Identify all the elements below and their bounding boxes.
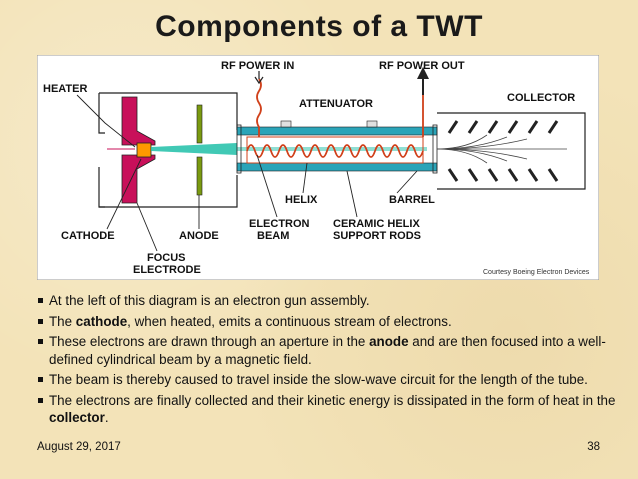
bullet-text: These electrons are drawn through an ape…	[49, 334, 370, 349]
bullet-bold-term: anode	[369, 334, 409, 349]
bullet-item: At the left of this diagram is an electr…	[37, 292, 617, 310]
anode-bottom	[196, 156, 203, 196]
bullet-text: At the left of this diagram is an electr…	[49, 293, 370, 308]
bullet-item: The electrons are finally collected and …	[37, 392, 617, 427]
focus-electrode-top	[121, 96, 156, 146]
bullet-bold-term: collector	[49, 410, 105, 425]
rf-in-lead	[256, 78, 262, 137]
pointer-heater	[76, 94, 136, 148]
electron-beam-wedge	[151, 143, 237, 155]
label-collector: COLLECTOR	[507, 92, 575, 104]
label-focus-1: FOCUS	[147, 252, 186, 264]
twt-diagram: HEATER RF POWER IN RF POWER OUT ATTENUAT…	[37, 55, 599, 280]
barrel-left-end	[236, 124, 242, 174]
bullet-text: and are then focused into a well-defined…	[49, 334, 606, 367]
collector-housing	[437, 112, 586, 190]
collector-fins	[447, 120, 559, 182]
slide-title: Components of a TWT	[155, 10, 483, 43]
electron-beam-core	[237, 147, 427, 151]
label-anode: ANODE	[179, 230, 219, 242]
pointer-electron-beam	[256, 154, 278, 218]
pointer-helix	[302, 162, 308, 194]
tube-envelope-left	[99, 92, 238, 208]
attenuator-block-2	[366, 120, 378, 128]
cathode-block	[136, 142, 152, 158]
pointer-barrel	[396, 170, 418, 194]
label-ceramic-2: SUPPORT RODS	[333, 230, 421, 242]
bullet-item: The cathode, when heated, emits a contin…	[37, 313, 617, 331]
label-electron-beam-1: ELECTRON	[249, 218, 310, 230]
bullet-item: The beam is thereby caused to travel ins…	[37, 371, 617, 389]
bullet-list: At the left of this diagram is an electr…	[37, 292, 617, 430]
twt-diagram-svg: HEATER RF POWER IN RF POWER OUT ATTENUAT…	[37, 55, 599, 280]
label-cathode: CATHODE	[61, 230, 115, 242]
label-ceramic-1: CERAMIC HELIX	[333, 218, 420, 230]
attenuator-block-1	[280, 120, 292, 128]
collector-electron-paths	[436, 134, 567, 164]
bullet-text: The electrons are finally collected and …	[49, 392, 616, 408]
label-rf-power-out: RF POWER OUT	[379, 60, 465, 72]
label-attenuator: ATTENUATOR	[299, 98, 373, 110]
helix-frame	[246, 136, 424, 164]
rf-in-arrow-head	[254, 76, 264, 85]
page-number: 38	[587, 441, 600, 453]
bullet-bold-term: cathode	[75, 313, 128, 329]
bullet-text: The beam is thereby caused to travel ins…	[49, 372, 588, 387]
label-heater: HEATER	[43, 83, 87, 95]
bullet-text: , when heated, emits a continuous stream…	[127, 313, 452, 329]
label-electron-beam-2: BEAM	[257, 230, 289, 242]
pointer-ceramic	[346, 170, 358, 218]
helix-coil	[246, 144, 424, 158]
anode-top	[196, 104, 203, 144]
slide-date: August 29, 2017	[37, 441, 121, 453]
label-helix: HELIX	[285, 194, 318, 206]
barrel-top	[236, 126, 438, 136]
barrel-bottom	[236, 162, 438, 172]
label-barrel: BARREL	[389, 194, 435, 206]
bullet-item: These electrons are drawn through an ape…	[37, 333, 617, 368]
pointer-cathode	[106, 158, 142, 230]
label-focus-2: ELECTRODE	[133, 264, 201, 276]
pointer-focus	[136, 202, 158, 252]
bullet-text: The	[49, 313, 76, 329]
bullet-text: .	[104, 410, 109, 425]
label-rf-power-in: RF POWER IN	[221, 60, 294, 72]
rf-out-arrow-head	[417, 67, 429, 79]
figure-credit: Courtesy Boeing Electron Devices	[483, 269, 590, 276]
